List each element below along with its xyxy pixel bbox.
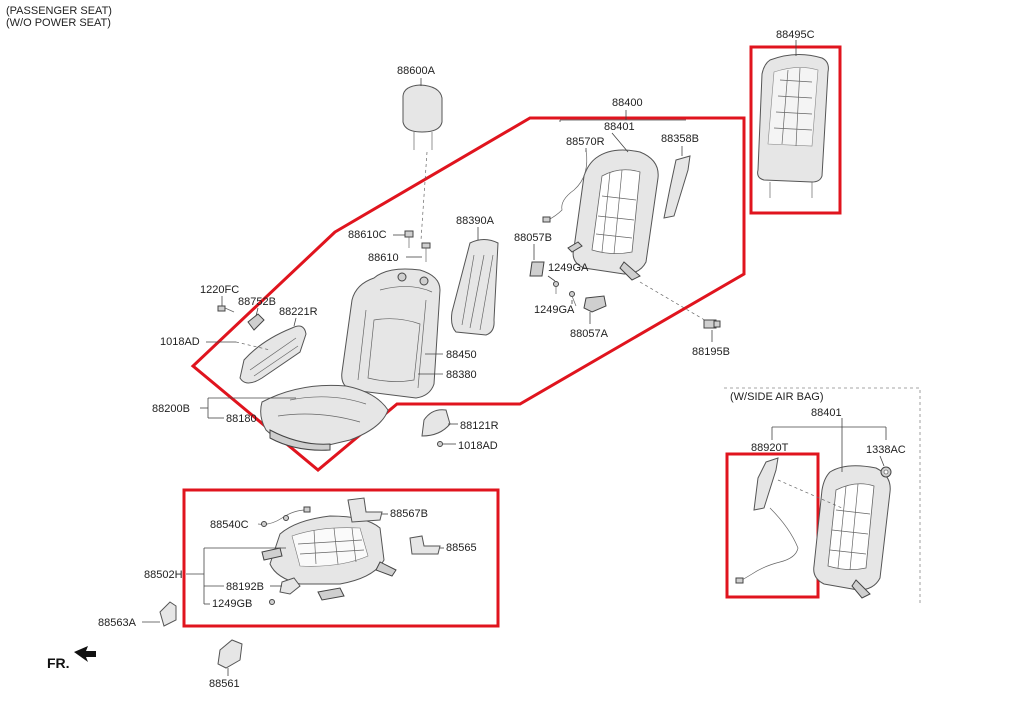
label-1249GB: 1249GB (212, 598, 252, 610)
label-1220FC: 1220FC (200, 284, 239, 296)
bolt-1249GA-b (569, 291, 577, 307)
label-1249GA-b: 1249GA (534, 304, 575, 316)
inset-frame-88401 (813, 465, 891, 599)
label-88221R: 88221R (279, 306, 318, 318)
label-88567B: 88567B (390, 508, 428, 520)
label-88180: 88180 (226, 413, 257, 425)
label-88450: 88450 (446, 349, 477, 361)
guide-88610C (404, 230, 414, 248)
highlight-seatback-group (190, 116, 746, 472)
clip-88057B (529, 261, 545, 277)
bracket-88565 (409, 535, 441, 555)
label-88600A: 88600A (397, 65, 436, 77)
label-88380: 88380 (446, 369, 477, 381)
label-1018AD-b: 1018AD (458, 440, 498, 452)
label-88540C: 88540C (210, 519, 249, 531)
label-88358B: 88358B (661, 133, 699, 145)
trim-88358B (663, 155, 691, 219)
header-passenger-seat: (PASSENGER SEAT) (6, 5, 112, 17)
label-88570R: 88570R (566, 136, 605, 148)
bracket-88563A (159, 601, 177, 627)
back-frame-88401 (567, 149, 659, 281)
label-88752B: 88752B (238, 296, 276, 308)
label-88401: 88401 (604, 121, 635, 133)
cushion-88180 (260, 384, 389, 451)
highlight-cushion-frame-group (182, 488, 500, 628)
label-88561: 88561 (209, 678, 240, 690)
bracket-88567B (347, 497, 383, 523)
highlight-88495C (749, 45, 842, 215)
back-pad-88390A (451, 239, 499, 336)
label-88057A: 88057A (570, 328, 609, 340)
label-88057B: 88057B (514, 232, 552, 244)
inset-title: (W/SIDE AIR BAG) (730, 391, 824, 403)
clip-88057A (583, 295, 607, 313)
label-1018AD-a: 1018AD (160, 336, 200, 348)
bolt-88195B (703, 319, 721, 329)
label-88121R: 88121R (460, 420, 499, 432)
screw-1220FC (217, 305, 235, 313)
label-88502H: 88502H (144, 569, 183, 581)
label-88495C: 88495C (776, 29, 815, 41)
cover-88121R (421, 409, 451, 437)
label-88610C: 88610C (348, 229, 387, 241)
bracket-88561 (217, 639, 243, 669)
label-88563A: 88563A (98, 617, 137, 629)
label-88195B: 88195B (692, 346, 730, 358)
screw-1018AD-b (437, 441, 443, 447)
airbag-88920T (735, 457, 799, 584)
seatback-cover-88380 (341, 268, 441, 399)
front-arrow-icon (74, 646, 96, 662)
headrest-88600A (402, 84, 443, 150)
label-1338AC: 1338AC (866, 444, 906, 456)
label-88192B: 88192B (226, 581, 264, 593)
label-88401-inset: 88401 (811, 407, 842, 419)
cushion-frame-88502H (261, 515, 397, 601)
label-1249GA-a: 1249GA (548, 262, 589, 274)
knob-88192B (279, 577, 301, 595)
guide-88610 (421, 242, 431, 262)
harness-88570R (547, 149, 588, 221)
label-88200B: 88200B (152, 403, 190, 415)
shield-88221R (239, 325, 307, 384)
label-88610: 88610 (368, 252, 399, 264)
label-88390A: 88390A (456, 215, 495, 227)
label-front: FR. (47, 655, 70, 671)
header-without-power-seat: (W/O POWER SEAT) (6, 17, 111, 29)
label-88400: 88400 (612, 97, 643, 109)
nut-1338AC (880, 466, 892, 478)
label-88565: 88565 (446, 542, 477, 554)
bolt-1249GA-a (553, 281, 559, 294)
bracket-88752B (247, 313, 265, 331)
back-board-88495C (757, 54, 829, 198)
label-88920T: 88920T (751, 442, 789, 454)
bolt-1249GB (269, 599, 275, 605)
